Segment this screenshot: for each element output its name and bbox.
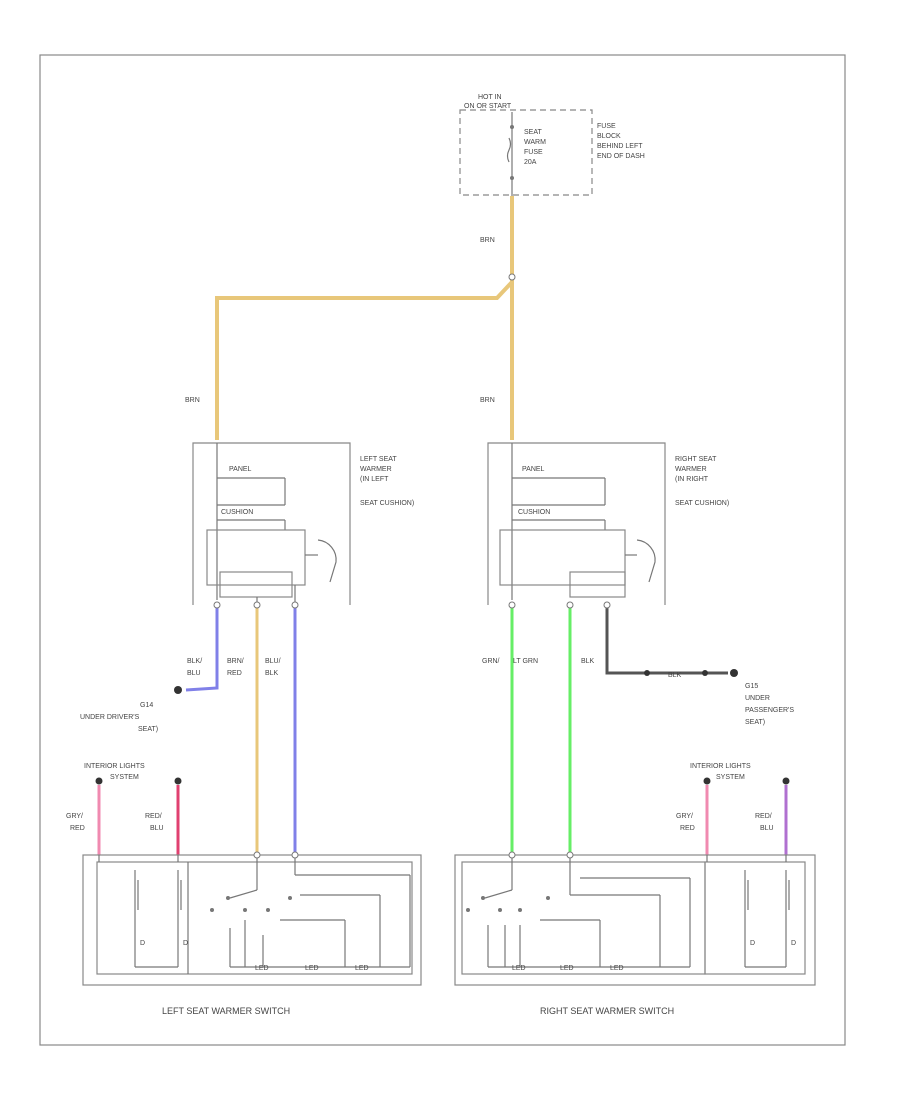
svg-text:LED: LED bbox=[610, 965, 624, 972]
right-ground-label-3: PASSENGER'S bbox=[745, 707, 794, 714]
right-interior-title-2: SYSTEM bbox=[716, 774, 745, 781]
right-seat-warmer-switch: LED LED LED D D RIGHT SEAT WARMER SWITCH bbox=[454, 851, 816, 1016]
svg-text:D: D bbox=[791, 940, 796, 947]
brn-top-label: BRN bbox=[480, 237, 495, 244]
left-heater-label-4: SEAT CUSHION) bbox=[360, 500, 414, 507]
right-red-blu-label-2: BLU bbox=[760, 825, 774, 832]
right-switch-label: RIGHT SEAT WARMER SWITCH bbox=[540, 1006, 674, 1016]
right-grn-label-1: GRN/ bbox=[482, 658, 500, 665]
left-ground-label-2: UNDER DRIVER'S bbox=[80, 714, 140, 721]
left-gry-red-label-2: RED bbox=[70, 825, 85, 832]
left-red-blu-label-2: BLU bbox=[150, 825, 164, 832]
fuse-name-1: SEAT bbox=[524, 129, 542, 136]
fuse-location-2: BLOCK bbox=[597, 133, 621, 140]
left-ground-label-1: G14 bbox=[140, 702, 153, 709]
right-blk-ext-label: BLK bbox=[668, 672, 682, 679]
left-heater-label-2: WARMER bbox=[360, 466, 392, 473]
left-interior-title-2: SYSTEM bbox=[110, 774, 139, 781]
left-heater-label-3: (IN LEFT bbox=[360, 476, 389, 483]
svg-text:LED: LED bbox=[512, 965, 526, 972]
fuse-location-3: BEHIND LEFT bbox=[597, 143, 643, 150]
fuse-location-4: END OF DASH bbox=[597, 153, 645, 160]
right-output-wires: GRN/ LT GRN BLK BLK G15 UNDER PASSENGER'… bbox=[482, 601, 794, 855]
left-ground-label-3: SEAT) bbox=[138, 726, 158, 733]
svg-text:D: D bbox=[183, 940, 188, 947]
left-heater-label-1: LEFT SEAT bbox=[360, 456, 397, 463]
right-blk-label: BLK bbox=[581, 658, 595, 665]
hot-in-label: HOT IN bbox=[478, 94, 502, 101]
left-interior-connector-icon-2 bbox=[174, 777, 182, 785]
left-seat-warmer-switch: D D LED LED LED LEFT SEAT WARMER SWITCH bbox=[82, 851, 422, 1016]
left-interior-connector-icon bbox=[95, 777, 103, 785]
left-blk-blu-wire bbox=[185, 605, 219, 692]
interior-lights-right: INTERIOR LIGHTS SYSTEM GRY/ RED RED/ BLU bbox=[676, 763, 790, 855]
right-gry-red-label-2: RED bbox=[680, 825, 695, 832]
right-ground-icon bbox=[730, 669, 738, 677]
brn-left-label: BRN bbox=[185, 397, 200, 404]
left-seat-warmer: PANEL CUSHION LEFT SEAT WARMER (IN LEFT … bbox=[192, 442, 414, 605]
left-brn-red-label-2: RED bbox=[227, 670, 242, 677]
right-grn-label-2: LT GRN bbox=[513, 658, 538, 665]
left-output-wires: BLK/ BLU BRN/ RED BLU/ BLK G14 UNDER DRI… bbox=[80, 601, 299, 855]
left-blu-blk-label-2: BLK bbox=[265, 670, 279, 677]
left-heater-cushion-label: CUSHION bbox=[221, 509, 253, 516]
right-blk-wire bbox=[605, 605, 728, 675]
brn-right-label: BRN bbox=[480, 397, 495, 404]
fuse-block: HOT IN ON OR START SEAT WARM FUSE 20A FU… bbox=[459, 94, 645, 196]
fuse-name-3: FUSE bbox=[524, 149, 543, 156]
left-interior-title-1: INTERIOR LIGHTS bbox=[84, 763, 145, 770]
left-blk-blu-label-1: BLK/ bbox=[187, 658, 202, 665]
left-switch-label: LEFT SEAT WARMER SWITCH bbox=[162, 1006, 290, 1016]
svg-text:LED: LED bbox=[305, 965, 319, 972]
right-interior-connector-icon-2 bbox=[782, 777, 790, 785]
right-heater-panel-label: PANEL bbox=[522, 466, 545, 473]
right-gry-red-label-1: GRY/ bbox=[676, 813, 693, 820]
left-gry-red-label-1: GRY/ bbox=[66, 813, 83, 820]
left-heater-panel-label: PANEL bbox=[229, 466, 252, 473]
fuse-name-4: 20A bbox=[524, 159, 537, 166]
brn-supply-wires: BRN BRN BRN bbox=[185, 196, 516, 440]
left-brn-red-label-1: BRN/ bbox=[227, 658, 244, 665]
interior-lights-left: INTERIOR LIGHTS SYSTEM GRY/ RED RED/ BLU bbox=[66, 763, 182, 855]
right-red-blu-label-1: RED/ bbox=[755, 813, 772, 820]
left-red-blu-label-1: RED/ bbox=[145, 813, 162, 820]
right-heater-label-1: RIGHT SEAT bbox=[675, 456, 717, 463]
right-interior-title-1: INTERIOR LIGHTS bbox=[690, 763, 751, 770]
right-ground-label-2: UNDER bbox=[745, 695, 770, 702]
diagram-frame bbox=[39, 54, 846, 1046]
svg-text:LED: LED bbox=[355, 965, 369, 972]
left-blu-blk-label-1: BLU/ bbox=[265, 658, 281, 665]
right-seat-warmer: PANEL CUSHION RIGHT SEAT WARMER (IN RIGH… bbox=[487, 442, 729, 605]
left-blk-blu-label-2: BLU bbox=[187, 670, 201, 677]
svg-text:LED: LED bbox=[560, 965, 574, 972]
fuse-name-2: WARM bbox=[524, 139, 546, 146]
on-or-start-label: ON OR START bbox=[464, 103, 512, 110]
svg-text:LED: LED bbox=[255, 965, 269, 972]
right-heater-cushion-label: CUSHION bbox=[518, 509, 550, 516]
svg-text:D: D bbox=[140, 940, 145, 947]
fuse-location-1: FUSE bbox=[597, 123, 616, 130]
left-ground-icon bbox=[174, 686, 182, 694]
right-interior-connector-icon bbox=[703, 777, 711, 785]
right-heater-label-3: (IN RIGHT bbox=[675, 476, 709, 483]
fuse-block-outline bbox=[459, 109, 593, 196]
svg-text:D: D bbox=[750, 940, 755, 947]
brn-wire-branch bbox=[215, 280, 514, 440]
right-ground-label-1: G15 bbox=[745, 683, 758, 690]
right-heater-label-2: WARMER bbox=[675, 466, 707, 473]
right-heater-label-4: SEAT CUSHION) bbox=[675, 500, 729, 507]
right-ground-label-4: SEAT) bbox=[745, 719, 765, 726]
